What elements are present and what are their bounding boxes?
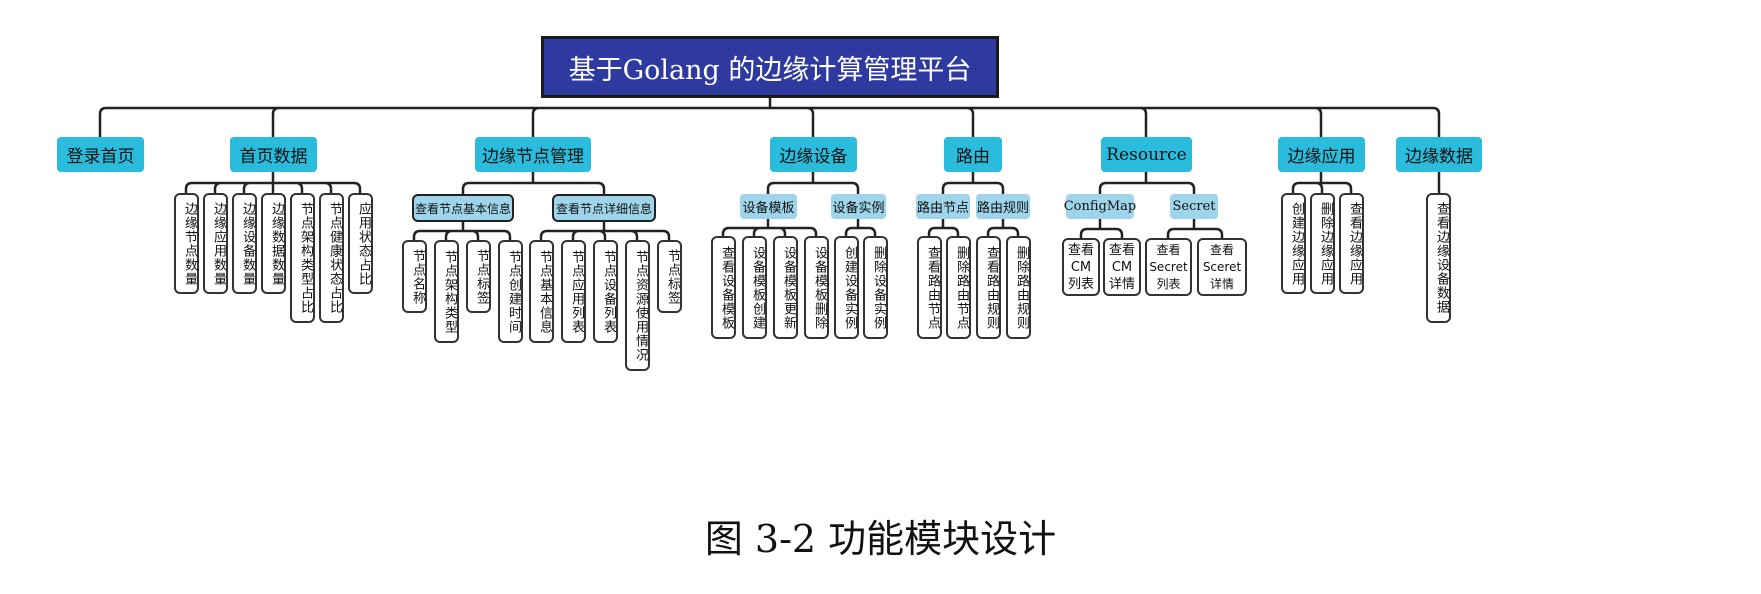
leaf-device-template-delete: 设备模板删除: [804, 236, 829, 339]
leaf-device-template-create: 设备模板创建: [742, 236, 767, 339]
root-node: 基于Golang 的边缘计算管理平台: [541, 36, 999, 98]
leaf-node-device-list: 节点设备列表: [593, 240, 618, 343]
connector-root: [98, 98, 1441, 137]
leaf-node-name: 节点名称: [402, 240, 427, 313]
connector-route-rule: [986, 219, 1020, 236]
leaf-app-status-ratio: 应用状态占比: [348, 193, 373, 294]
leaf-edge-app-count: 边缘应用数量: [203, 193, 228, 294]
leaf-node-health-ratio: 节点健康状态占比: [319, 193, 344, 323]
connector-device-instance: [844, 219, 877, 236]
group-device-instance: 设备实例: [831, 194, 886, 219]
leaf-view-secret-list: 查看 Secret 列表: [1145, 238, 1192, 296]
leaf-view-edge-device-data: 查看边缘设备数据: [1426, 193, 1451, 323]
leaf-view-secret-detail: 查看 Sceret 详情: [1197, 238, 1247, 296]
leaf-node-label: 节点标签: [466, 240, 491, 313]
module-edge-device: 边缘设备: [770, 137, 857, 172]
leaf-view-route-node: 查看路由节点: [917, 236, 942, 339]
leaf-edge-data-count: 边缘数据数量: [261, 193, 286, 294]
connector-edge-device: [766, 172, 860, 194]
figure-caption: 图 3-2 功能模块设计: [704, 517, 1057, 561]
leaf-node-label-2: 节点标签: [657, 240, 682, 313]
leaf-delete-route-node: 删除路由节点: [946, 236, 971, 339]
group-route-rule: 路由规则: [976, 194, 1030, 219]
connector-secret: [1166, 219, 1224, 238]
module-edge-node-management: 边缘节点管理: [475, 137, 591, 172]
module-edge-data: 边缘数据: [1396, 137, 1482, 172]
connector-edge-node-mgmt: [461, 172, 606, 194]
leaf-node-basic-info: 节点基本信息: [529, 240, 554, 343]
module-resource: Resource: [1101, 137, 1192, 172]
module-login-home: 登录首页: [57, 137, 144, 172]
connector-edge-app: [1291, 172, 1353, 193]
connector-device-template: [721, 219, 818, 236]
leaf-node-app-list: 节点应用列表: [561, 240, 586, 343]
leaf-node-resource-usage: 节点资源使用情况: [625, 240, 650, 371]
leaf-edge-node-count: 边缘节点数量: [174, 193, 199, 294]
connector-node-basic: [412, 222, 512, 240]
group-configmap: ConfigMap: [1064, 194, 1136, 219]
module-route: 路由: [944, 137, 1002, 172]
leaf-create-device-instance: 创建设备实例: [834, 236, 859, 339]
leaf-delete-device-instance: 删除设备实例: [863, 236, 888, 339]
leaf-edge-device-count: 边缘设备数量: [232, 193, 257, 294]
connector-configmap: [1079, 219, 1124, 238]
leaf-device-template-update: 设备模板更新: [773, 236, 798, 339]
connector-resource: [1098, 172, 1196, 194]
leaf-node-arch-type: 节点架构类型: [434, 240, 459, 343]
leaf-view-route-rule: 查看路由规则: [976, 236, 1001, 339]
connector-home-data: [184, 172, 362, 193]
leaf-delete-route-rule: 删除路由规则: [1006, 236, 1031, 339]
connector-route-node: [927, 219, 960, 236]
leaf-view-cm-list: 查看 CM 列表: [1062, 238, 1100, 296]
group-secret: Secret: [1170, 194, 1218, 219]
module-edge-application: 边缘应用: [1278, 137, 1365, 172]
leaf-node-create-time: 节点创建时间: [498, 240, 523, 343]
connector-route: [941, 172, 1005, 194]
group-node-detail-info: 查看节点详细信息: [552, 194, 656, 222]
group-node-basic-info: 查看节点基本信息: [412, 194, 514, 222]
module-home-data: 首页数据: [230, 137, 317, 172]
leaf-delete-edge-app: 删除边缘应用: [1310, 193, 1335, 294]
leaf-view-edge-app: 查看边缘应用: [1339, 193, 1364, 294]
leaf-view-cm-detail: 查看 CM 详情: [1103, 238, 1141, 296]
group-device-template: 设备模板: [740, 194, 797, 219]
connector-node-detail: [539, 222, 671, 240]
leaf-view-device-template: 查看设备模板: [711, 236, 736, 339]
leaf-node-arch-type-ratio: 节点架构类型占比: [290, 193, 315, 323]
leaf-create-edge-app: 创建边缘应用: [1281, 193, 1306, 294]
group-route-node: 路由节点: [916, 194, 970, 219]
